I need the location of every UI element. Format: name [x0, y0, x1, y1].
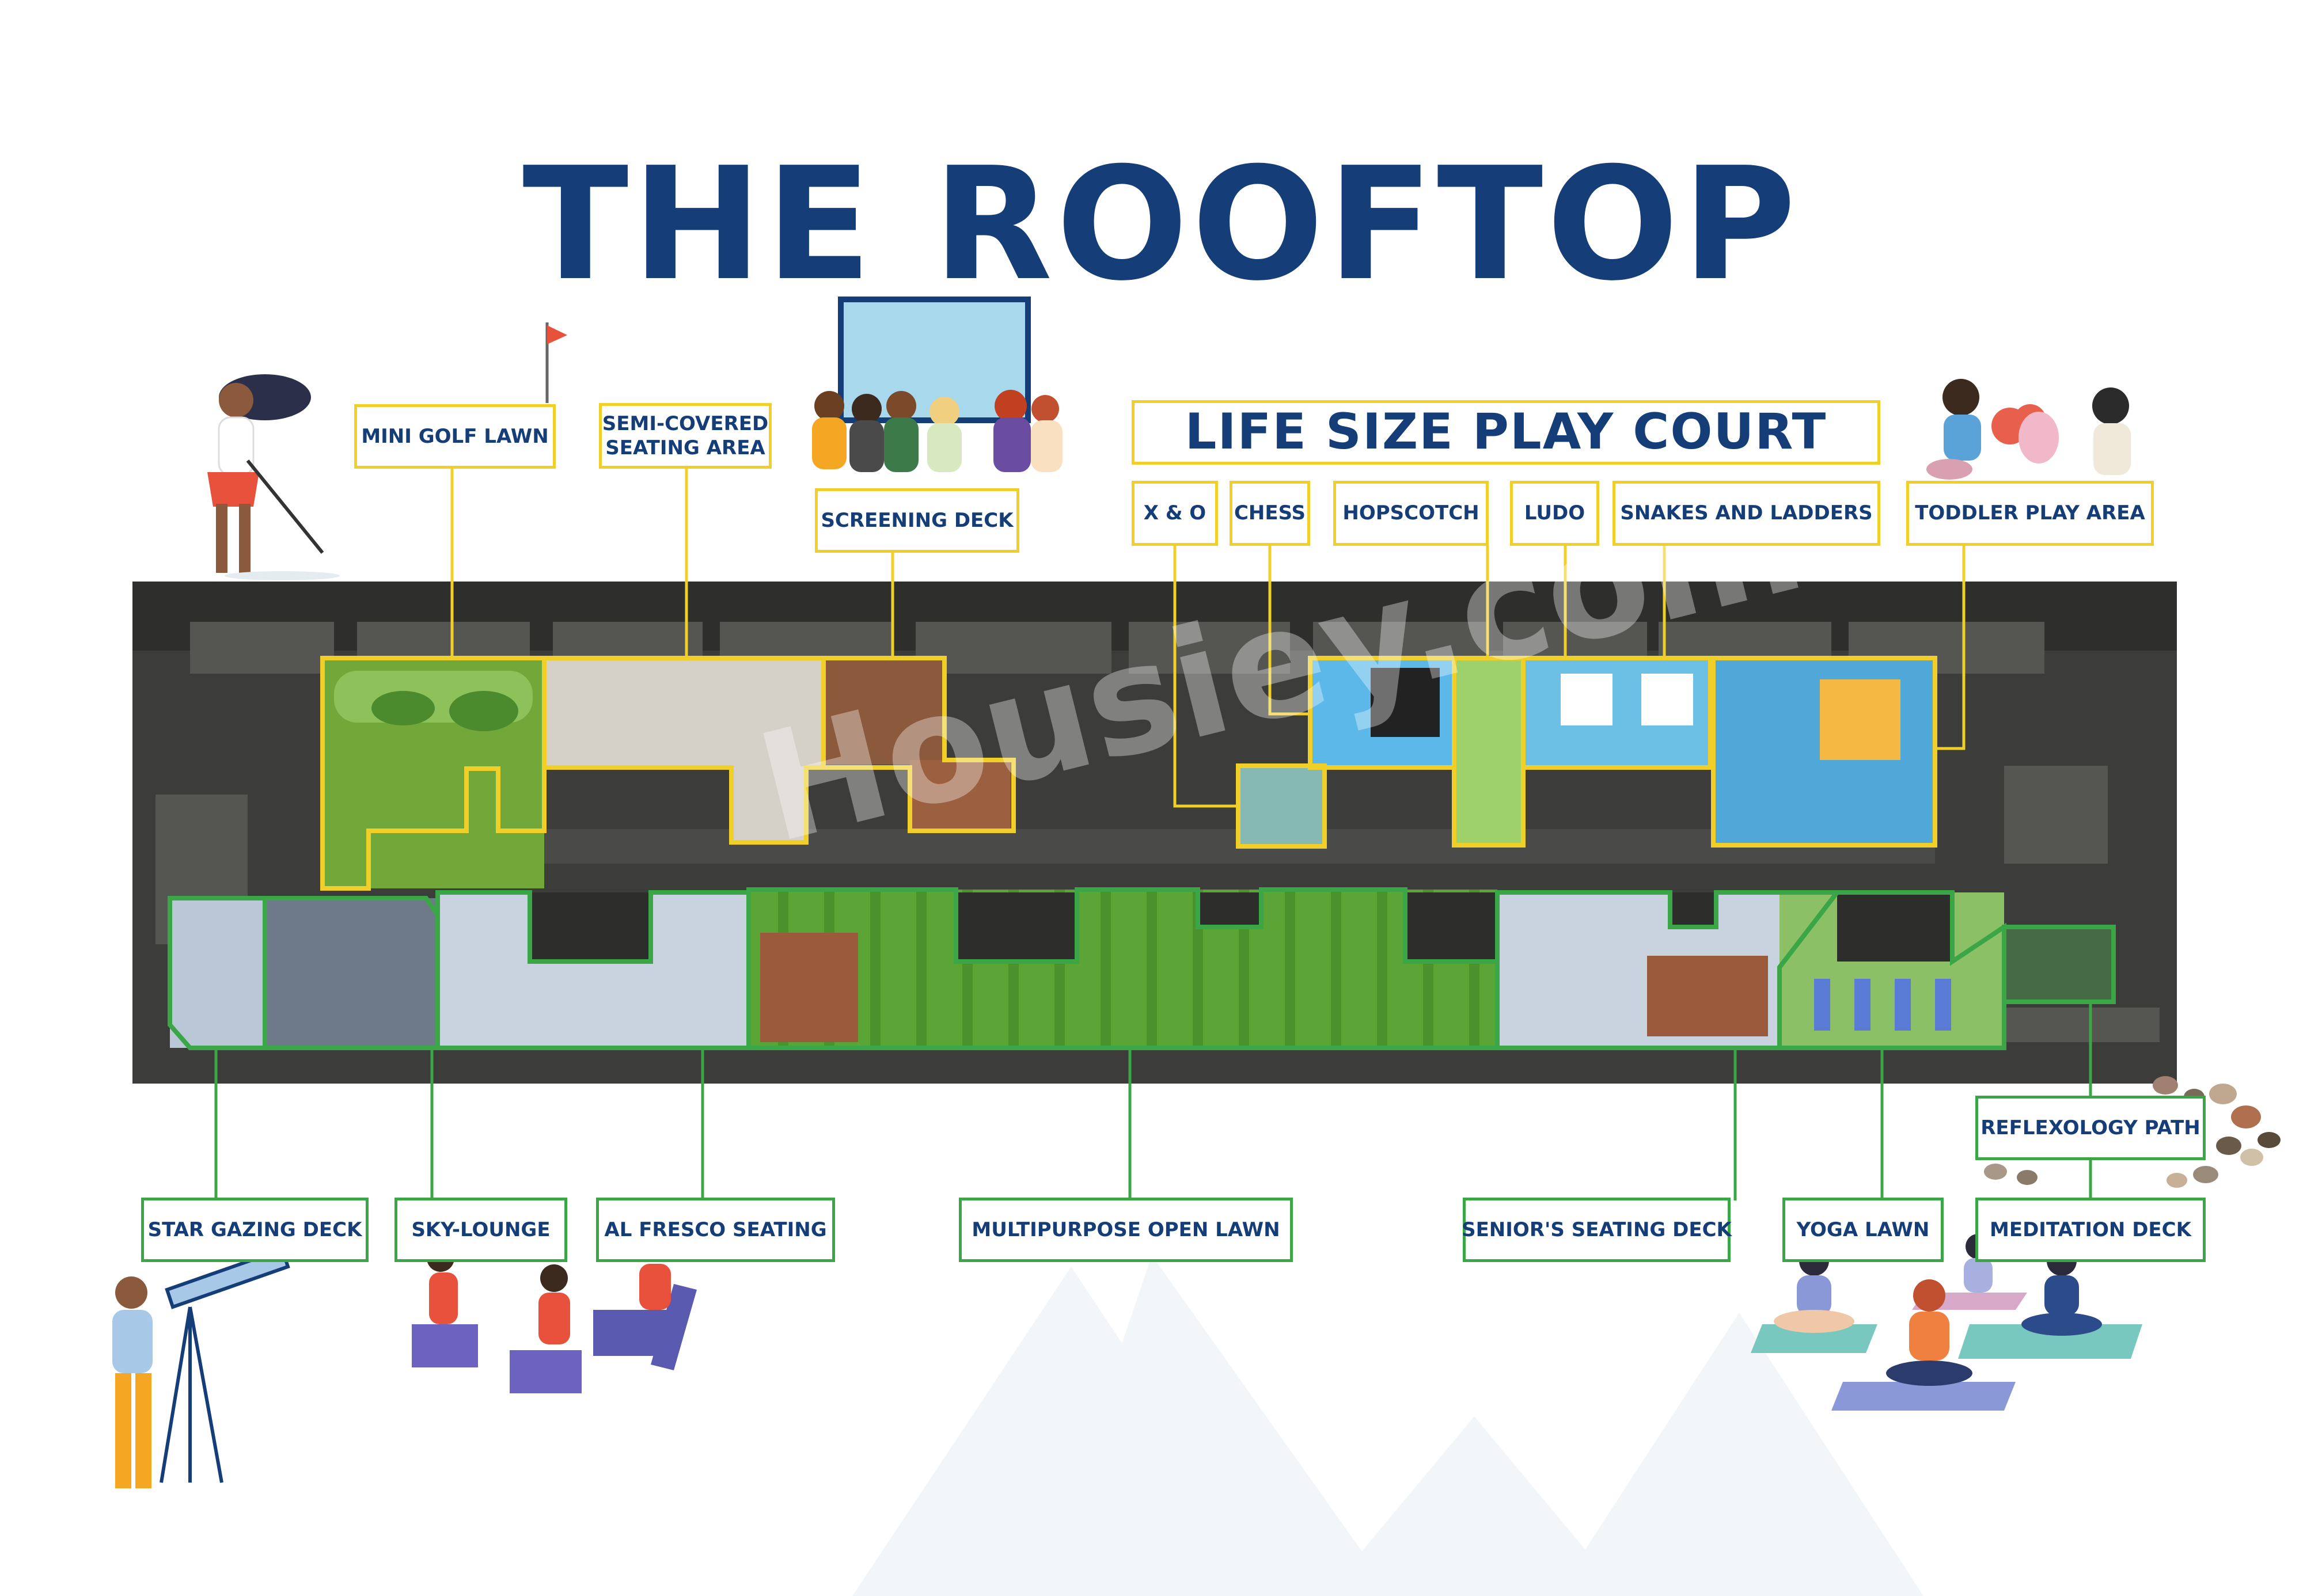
label-sky-lounge: SKY-LOUNGE	[394, 1198, 567, 1262]
label-semi-covered-line2: SEATING AREA	[605, 436, 765, 459]
label-reflexology-path: REFLEXOLOGY PATH	[1975, 1096, 2206, 1160]
label-al-fresco-seating: AL FRESCO SEATING	[596, 1198, 835, 1262]
yellow-connectors	[450, 468, 1966, 808]
label-mini-golf-lawn: MINI GOLF LAWN	[354, 404, 556, 469]
lounge-illustration	[412, 1237, 697, 1393]
green-zone-outlines	[168, 887, 2116, 1050]
golfer-illustration	[207, 322, 567, 580]
label-yoga-lawn: YOGA LAWN	[1782, 1198, 1944, 1262]
label-hopscotch: HOPSCOTCH	[1333, 481, 1489, 546]
label-ludo: LUDO	[1510, 481, 1599, 546]
label-x-and-o: X & O	[1132, 481, 1218, 546]
label-meditation-deck: MEDITATION DECK	[1975, 1198, 2206, 1262]
play-court-heading: LIFE SIZE PLAY COURT	[1132, 400, 1880, 465]
label-star-gazing-deck: STAR GAZING DECK	[141, 1198, 369, 1262]
label-toddler-play-area: TODDLER PLAY AREA	[1906, 481, 2154, 546]
label-snakes-and-ladders: SNAKES AND LADDERS	[1612, 481, 1880, 546]
label-chess: CHESS	[1230, 481, 1310, 546]
page-title: THE ROOFTOP	[522, 134, 1800, 315]
stargazer-illustration	[112, 1247, 290, 1488]
label-multipurpose-open-lawn: MULTIPURPOSE OPEN LAWN	[959, 1198, 1293, 1262]
background-mountains	[852, 1255, 1923, 1596]
label-semi-covered-seating: SEMI-COVERED SEATING AREA	[599, 403, 772, 469]
screening-illustration	[812, 297, 1063, 472]
label-screening-deck: SCREENING DECK	[815, 488, 1019, 553]
pebbles-illustration	[1984, 1076, 2281, 1188]
label-semi-covered-line1: SEMI-COVERED	[602, 412, 769, 435]
label-seniors-seating-deck: SENIOR'S SEATING DECK	[1462, 1198, 1732, 1262]
mini-golf-zone	[322, 658, 544, 888]
toddler-illustration	[1926, 379, 2131, 480]
